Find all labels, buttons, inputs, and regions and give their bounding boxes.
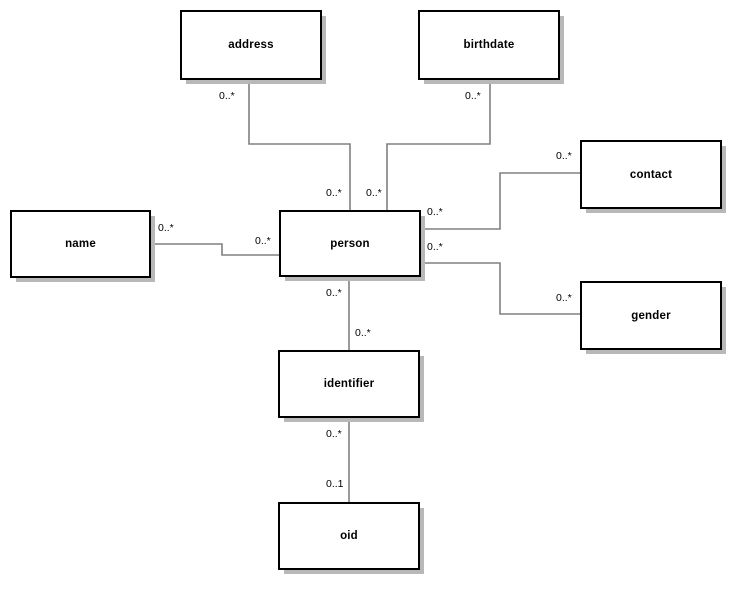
entity-box-name[interactable]: name — [10, 210, 151, 278]
entity-label-identifier: identifier — [323, 378, 375, 390]
multiplicity-label-birthdate-person-from: 0..* — [465, 90, 481, 102]
multiplicity-label-birthdate-person-to: 0..* — [366, 187, 382, 199]
entity-label-oid: oid — [340, 530, 358, 542]
connector-birthdate-person — [386, 80, 491, 210]
entity-label-gender: gender — [631, 309, 671, 322]
entity-label-birthdate: birthdate — [463, 39, 515, 51]
entity-box-oid[interactable]: oid — [278, 502, 420, 570]
connector-person-contact — [421, 172, 580, 230]
multiplicity-label-name-person-to: 0..* — [255, 235, 271, 247]
multiplicity-label-address-person-from: 0..* — [219, 90, 235, 102]
multiplicity-label-person-identifier-from: 0..* — [326, 287, 342, 299]
entity-label-contact: contact — [629, 168, 673, 181]
multiplicity-label-identifier-oid-to: 0..1 — [326, 478, 344, 490]
connector-person-gender — [421, 262, 580, 315]
multiplicity-label-identifier-oid-from: 0..* — [326, 428, 342, 440]
multiplicity-label-address-person-to: 0..* — [326, 187, 342, 199]
connector-address-person — [248, 80, 351, 210]
multiplicity-label-person-contact-from: 0..* — [427, 206, 443, 218]
multiplicity-label-person-contact-to: 0..* — [556, 150, 572, 162]
connector-name-person — [151, 243, 279, 256]
entity-box-contact[interactable]: contact — [580, 140, 722, 209]
entity-box-gender[interactable]: gender — [580, 281, 722, 350]
entity-box-identifier[interactable]: identifier — [278, 350, 420, 418]
entity-label-name: name — [65, 238, 96, 250]
entity-box-address[interactable]: address — [180, 10, 322, 80]
multiplicity-label-person-gender-to: 0..* — [556, 292, 572, 304]
multiplicity-label-name-person-from: 0..* — [158, 222, 174, 234]
entity-label-person: person — [330, 237, 370, 250]
entity-box-birthdate[interactable]: birthdate — [418, 10, 560, 80]
multiplicity-label-person-gender-from: 0..* — [427, 241, 443, 253]
multiplicity-label-person-identifier-to: 0..* — [355, 327, 371, 339]
entity-label-address: address — [228, 39, 274, 51]
entity-box-person[interactable]: person — [279, 210, 421, 277]
